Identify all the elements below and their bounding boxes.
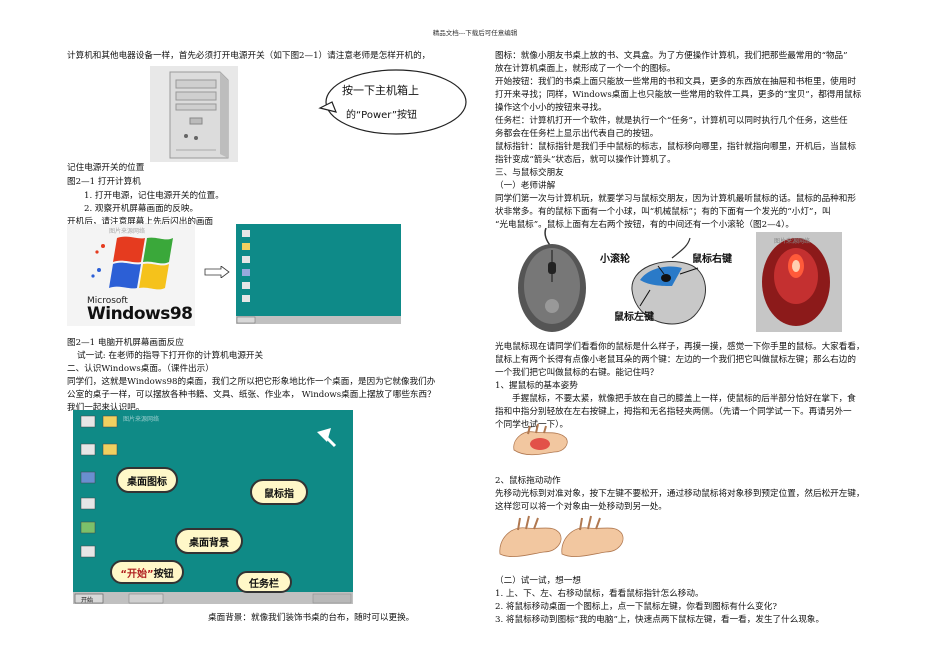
bubble-line-2: 的“Power”按钮 — [346, 110, 418, 121]
caption-power-switch: 记住电源开关的位置 — [67, 163, 145, 173]
hand-drag-image — [499, 515, 624, 557]
right-para-6: 任务栏：计算机打开一个软件，就是执行一个“任务”，计算机可以同时执行几个任务，这… — [495, 116, 848, 126]
tower-drawing — [150, 66, 238, 162]
right-para-14: “光电鼠标”。鼠标上面有左右两个按钮，有的中间还有一个小滚轮（图2—4）。 — [495, 220, 795, 230]
computer-tower-image — [150, 66, 238, 162]
right-para-23: 先移动光标到对准对象，按下左键不要松开，通过移动鼠标将对象移到预定位置，然后松开… — [495, 489, 865, 499]
label-scroll-wheel: 小滚轮 — [600, 254, 630, 265]
callout-start-button: “开始”按钮 — [110, 560, 184, 584]
watermark: 图片来源网络 — [109, 228, 146, 235]
subsection-try-think: （二）试一试，想一想 — [495, 576, 581, 586]
section-3-title: 三、与鼠标交朋友 — [495, 168, 564, 178]
subsection-teacher: （一）老师讲解 — [495, 181, 556, 191]
right-para-3: 开始按钮：我们的书桌上面只能放一些常用的书和文具，更多的东西放在抽屉和书柜里，使… — [495, 77, 856, 87]
boot-intro: 开机后，请注意屏幕上先后闪出的画面 — [67, 217, 214, 227]
right-para-8: 鼠标指针：鼠标指针是我们手中鼠标的标志，鼠标移向哪里，指针就指向哪里，开机后，当… — [495, 142, 856, 152]
taskbar-start-label: 开始 — [81, 597, 94, 604]
right-para-15: 光电鼠标现在请同学们看看你的鼠标是什么样子，再摸一摸，感觉一下你手里的鼠标。大家… — [495, 342, 865, 352]
callout-start-suffix: 按钮 — [153, 568, 174, 580]
right-para-24: 这样您可以将一个对象由一处移动到另一处。 — [495, 502, 667, 512]
right-para-1: 图标：就像小朋友书桌上放的书、文具盒。为了方便操作计算机，我们把那些最常用的“物… — [495, 51, 848, 61]
step-1: 1. 打开电源，记住电源开关的位置。 — [84, 191, 224, 201]
watermark-desktop: 图片来源网络 — [123, 416, 160, 423]
right-para-7: 务都会在任务栏上显示出代表自己的按钮。 — [495, 129, 659, 139]
speech-bubble-shape — [318, 69, 467, 135]
desktop-paragraph-3: 我们一起来认识吧。 — [67, 403, 145, 413]
mouse-drawings — [518, 228, 842, 332]
microsoft-text: Microsoft — [87, 296, 128, 306]
try-step-2: 2. 将鼠标移动桌面一个图标上，点一下鼠标左键，你看到图标有什么变化? — [495, 602, 777, 612]
right-para-17: 一个我们把它叫做鼠标的右键。能记住吗？ — [495, 368, 659, 378]
arrow-right-icon — [204, 266, 230, 278]
right-para-4: 打开来寻找；同样，Windows桌面上也只能放一些常用的软件工具，更多的“宝贝”… — [495, 90, 862, 100]
windows98-text: Windows98 — [87, 304, 193, 324]
right-para-12: 同学们第一次与计算机玩，就要学习与鼠标交朋友，因为计算机最听鼠标的话。鼠标的品种… — [495, 194, 856, 204]
paragraph-intro: 计算机和其他电器设备一样，首先必须打开电源开关（如下图2—1）请注意老师是怎样开… — [67, 51, 431, 61]
desktop-icons-large — [73, 415, 353, 604]
hand-grip-image — [513, 423, 568, 456]
grip-posture-title: 1、握鼠标的基本姿势 — [495, 381, 578, 391]
label-right-button: 鼠标右键 — [692, 254, 732, 265]
section-2-title: 二、认识Windows桌面。（课件出示） — [67, 364, 214, 374]
callout-taskbar: 任务栏 — [236, 571, 292, 593]
background-caption: 桌面背景：就像我们装饰书桌的台布，随时可以更换。 — [208, 613, 415, 623]
try-step-1: 1. 上、下、左、右移动鼠标，看看鼠标指针怎么移动。 — [495, 589, 704, 599]
callout-desktop-icons: 桌面图标 — [116, 467, 178, 493]
bubble-line-1: 按一下主机箱上 — [342, 84, 419, 97]
right-para-9: 指针变成“箭头”状态后，就可以操作计算机了。 — [495, 155, 676, 165]
watermark-mouse: 图片来源网络 — [774, 238, 811, 245]
step-2: 2. 观察开机屏幕画面的反映。 — [84, 204, 199, 214]
windows98-splash-image: Microsoft Windows98 图片来源网络 — [67, 224, 195, 326]
right-para-16: 鼠标上有两个长得有点像小老鼠耳朵的两个键：左边的一个我们把它叫做鼠标左键；那么右… — [495, 355, 856, 365]
right-para-2: 放在计算机桌面上，就形成了一个一个的图标。 — [495, 64, 676, 74]
figure-2-1-caption: 图2—1 电脑开机屏幕画面反应 — [67, 338, 184, 348]
drag-action-title: 2、鼠标拖动动作 — [495, 476, 561, 486]
desktop-icons-small — [236, 230, 401, 324]
right-para-19: 手握鼠标，不要太紧，就像把手放在自己的膝盖上一样，使鼠标的后半部分恰好在掌下，食 — [512, 394, 856, 404]
callout-mouse-pointer: 鼠标指 — [250, 479, 308, 505]
power-button-callout: 按一下主机箱上 的“Power”按钮 — [318, 68, 468, 138]
try-step-3: 3. 将鼠标移动到图标“我的电脑”上，快速点两下鼠标左键，看一看，发生了什么现象… — [495, 615, 825, 625]
right-para-5: 操作这个小小的按钮来寻找。 — [495, 103, 607, 113]
callout-desktop-background: 桌面背景 — [175, 528, 243, 554]
desktop-paragraph-1: 同学们，这就是Windows98的桌面，我们之所以把它形象地比作一个桌面，是因为… — [67, 377, 436, 387]
right-para-21: 个同学也试一下）。 — [495, 420, 569, 430]
right-para-20: 指和中指分别轻放在左右按键上，拇指和无名指轻夹两侧。（先请一个同学试一下。再请另… — [495, 407, 852, 417]
windows-logo-icon — [67, 224, 195, 326]
right-para-13: 状非常多。有的鼠标下面有一个小球，叫“机械鼠标”；有的下面有一个发光的“小灯”，… — [495, 207, 831, 217]
page-header: 精品文档---下载后可任意编辑 — [432, 29, 518, 37]
desktop-paragraph-2: 公室的桌子一样，可以摆放各种书籍、文具、纸张、作业本， Windows桌面上摆放… — [67, 390, 436, 400]
callout-start-quote: “开始” — [120, 568, 154, 580]
desktop-screenshot-small — [236, 224, 401, 324]
mouse-figure: 小滚轮 鼠标右键 鼠标左键 图片来源网络 — [512, 228, 842, 336]
figure-2-1-title: 图2—1 打开计算机 — [67, 177, 141, 187]
try-it-1: 试一试: 在老师的指导下打开你的计算机电源开关 — [77, 351, 264, 361]
label-left-button: 鼠标左键 — [614, 312, 654, 323]
